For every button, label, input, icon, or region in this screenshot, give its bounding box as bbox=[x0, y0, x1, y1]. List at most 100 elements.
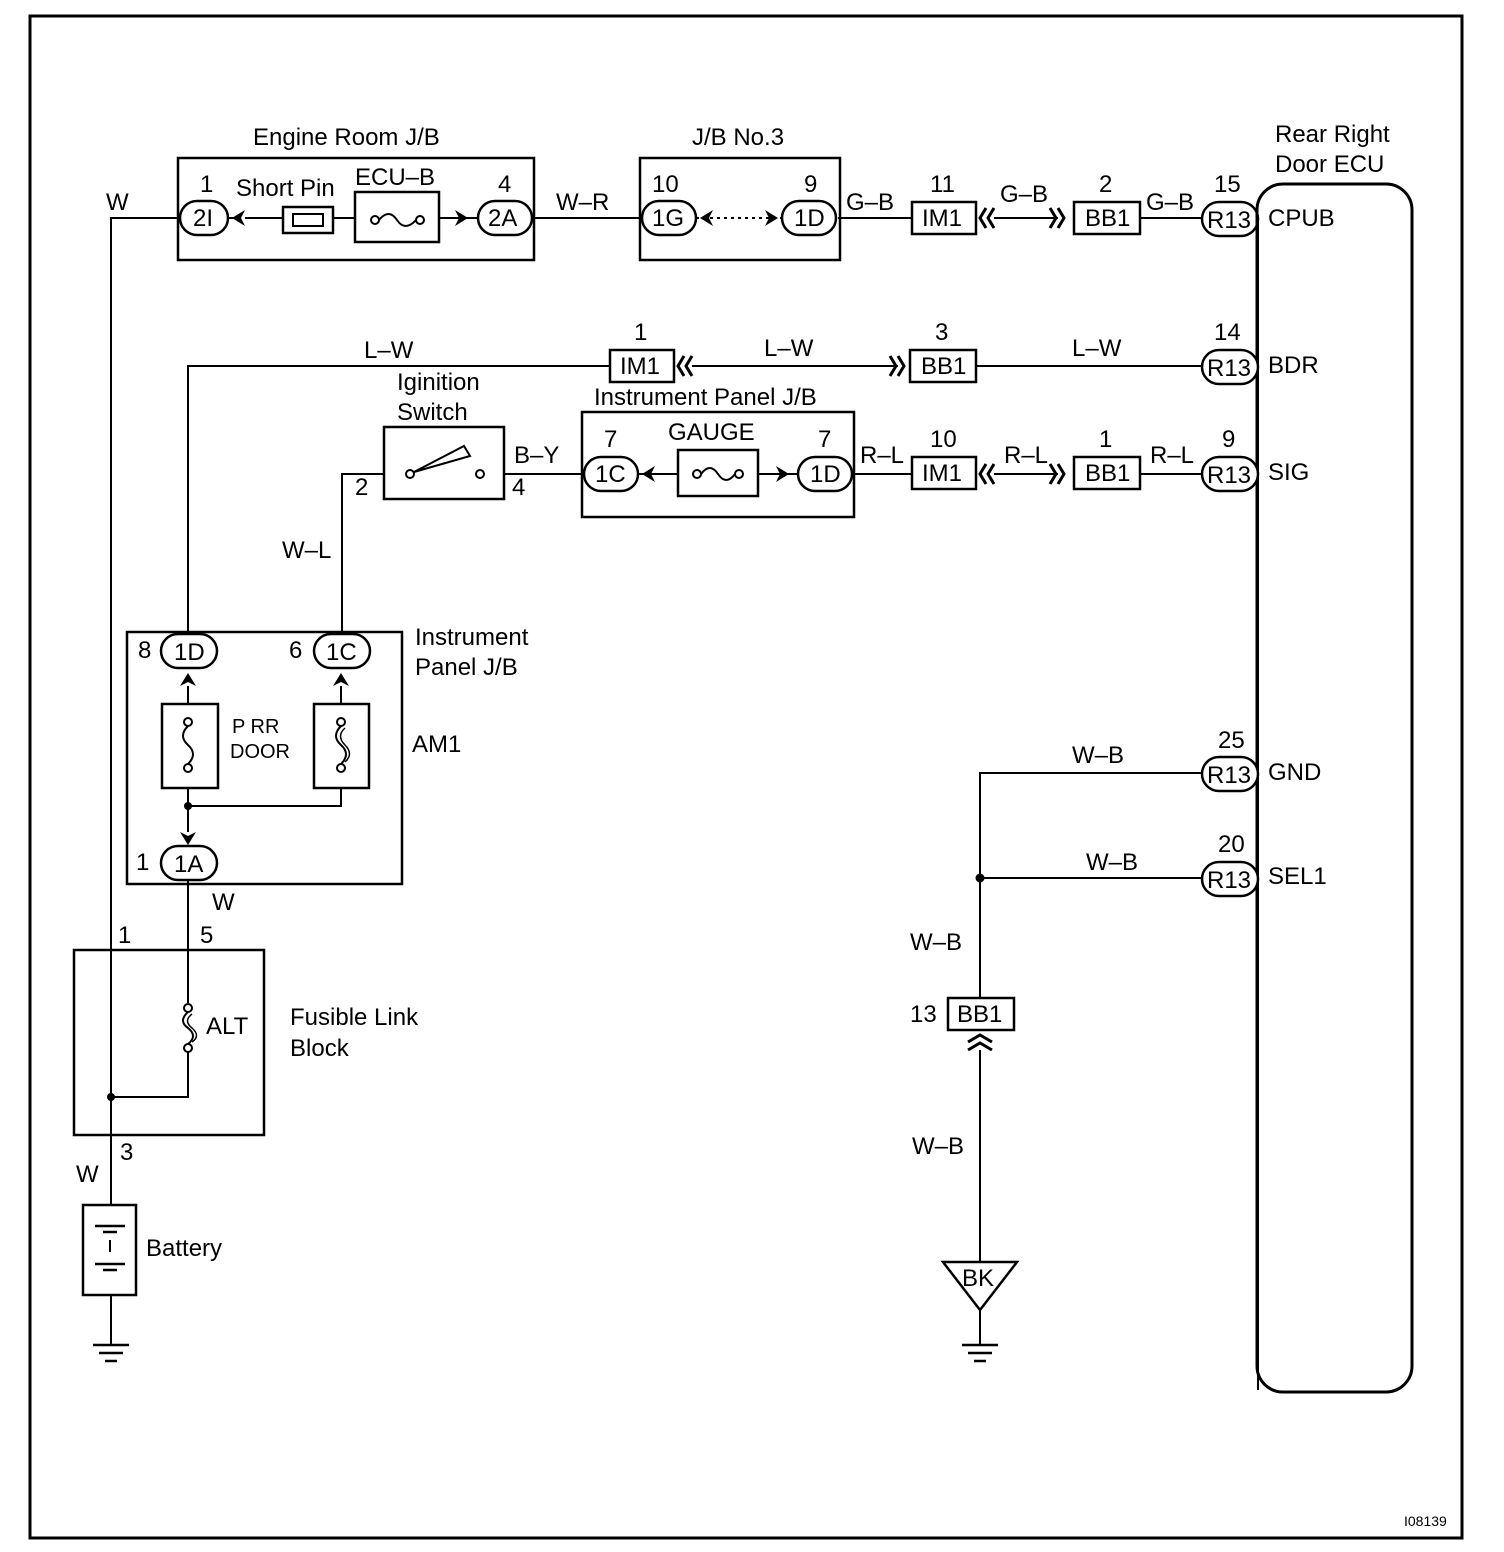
ecu-terminal-gnd: GND bbox=[1268, 759, 1321, 786]
connector-2a-label: 2A bbox=[488, 205, 517, 232]
pin-label: 1 bbox=[118, 922, 131, 949]
arrow-icon bbox=[765, 210, 778, 226]
pin-label: 15 bbox=[1214, 171, 1241, 198]
connector-r13-label: R13 bbox=[1207, 207, 1251, 234]
connector-1c-label: 1C bbox=[595, 461, 626, 488]
pin-label: 1 bbox=[200, 171, 213, 198]
figure-id: I08139 bbox=[1404, 1513, 1447, 1529]
door-label: DOOR bbox=[230, 741, 290, 763]
arrow-icon bbox=[232, 210, 245, 226]
connector-r13-label: R13 bbox=[1207, 867, 1251, 894]
pin-label: 1 bbox=[1099, 426, 1112, 453]
ecu-b-fuse bbox=[353, 190, 441, 244]
pin-label: 20 bbox=[1218, 831, 1245, 858]
instrument-panel-jb-left: Instrument Panel J/B 8 6 1D 1C P RR DOOR… bbox=[125, 624, 529, 886]
pin-label: 10 bbox=[652, 171, 679, 198]
connector-bb1-label: BB1 bbox=[1085, 460, 1130, 487]
pin-label: 3 bbox=[120, 1139, 133, 1166]
pin-label: 7 bbox=[818, 426, 831, 453]
arrow-icon bbox=[776, 466, 789, 482]
arrow-icon bbox=[180, 673, 196, 686]
am1-label: AM1 bbox=[412, 731, 461, 758]
ground-point-bk: BK bbox=[940, 1260, 1020, 1313]
ignition-switch-label1: Iginition bbox=[397, 369, 480, 396]
instrument-panel-jb-label2: Panel J/B bbox=[415, 654, 518, 681]
fuse-icon bbox=[182, 717, 194, 773]
instrument-panel-jb-label1: Instrument bbox=[415, 624, 529, 651]
wire-label-l-w: L–W bbox=[764, 335, 814, 362]
pin-label: 14 bbox=[1214, 319, 1241, 346]
ecu-b-label: ECU–B bbox=[355, 164, 435, 191]
connector-1d-label: 1D bbox=[794, 205, 825, 232]
engine-room-jb: Engine Room J/B Short Pin ECU–B 1 4 2I 2… bbox=[176, 124, 536, 262]
connector-1d-label: 1D bbox=[810, 461, 841, 488]
connector-im1 bbox=[910, 455, 978, 491]
connector-1c-label: 1C bbox=[326, 639, 357, 666]
ground-icon bbox=[93, 1343, 129, 1363]
connector-im1-label: IM1 bbox=[922, 205, 962, 232]
pin-label: 1 bbox=[136, 849, 149, 876]
arrow-icon bbox=[700, 210, 713, 226]
pin-label: 5 bbox=[200, 922, 213, 949]
connector-1g-label: 1G bbox=[652, 205, 684, 232]
connector-bb1 bbox=[946, 996, 1016, 1032]
pin-label: 2 bbox=[1099, 171, 1112, 198]
fusible-link-label2: Block bbox=[290, 1035, 350, 1062]
ground-icon bbox=[962, 1343, 998, 1363]
connector-bb1 bbox=[1072, 200, 1142, 236]
ground-circuit: W–B 25 R13 GND W–B 20 R13 SEL1 W–B 13 BB… bbox=[910, 727, 1327, 1363]
sig-circuit: R–L 10 IM1 R–L 1 BB1 R–L 9 R13 SIG bbox=[852, 426, 1309, 493]
wire-label-w: W bbox=[106, 189, 129, 216]
pin-label: 7 bbox=[604, 426, 617, 453]
connector-bb1-label: BB1 bbox=[957, 1001, 1002, 1028]
outer-frame bbox=[28, 14, 1464, 1540]
wire-label-r-l: R–L bbox=[1004, 442, 1048, 469]
wire-label-l-w: L–W bbox=[1072, 335, 1122, 362]
short-pin-label: Short Pin bbox=[236, 175, 335, 202]
ignition-switch-label2: Switch bbox=[397, 399, 468, 426]
wire-label-l-w: L–W bbox=[364, 337, 414, 364]
wire-label-g-b: G–B bbox=[1000, 181, 1048, 208]
pin-label: 4 bbox=[512, 474, 525, 501]
arrow-icon bbox=[180, 832, 196, 845]
ecu-title-line2: Door ECU bbox=[1275, 151, 1384, 178]
pin-label: 9 bbox=[1222, 426, 1235, 453]
battery-icon bbox=[95, 1224, 125, 1272]
ecu-terminal-sig: SIG bbox=[1268, 459, 1309, 486]
battery: Battery bbox=[81, 1203, 222, 1363]
connector-bb1 bbox=[908, 348, 978, 384]
pin-label: 6 bbox=[289, 637, 302, 664]
fuse-icon bbox=[692, 467, 744, 481]
pin-label: 3 bbox=[935, 319, 948, 346]
switch-contact-icon bbox=[475, 469, 485, 479]
ground-bk-label: BK bbox=[962, 1265, 994, 1292]
arrow-icon bbox=[333, 673, 349, 686]
fusible-link-block: 1 5 3 ALT Fusible Link Block bbox=[72, 922, 419, 1166]
pin-label: 13 bbox=[910, 1001, 937, 1028]
jb-no3: J/B No.3 10 9 1G 1D bbox=[638, 124, 842, 262]
wire-label-w-l: W–L bbox=[282, 537, 331, 564]
connector-1c bbox=[312, 632, 372, 670]
switch-lever-icon bbox=[413, 444, 472, 473]
pin-label: 10 bbox=[930, 426, 957, 453]
connector-1d bbox=[780, 199, 838, 237]
connector-1a-label: 1A bbox=[174, 851, 203, 878]
engine-room-jb-title: Engine Room J/B bbox=[253, 124, 440, 151]
connector-r13-label: R13 bbox=[1207, 355, 1251, 382]
p-rr-label: P RR bbox=[232, 716, 279, 738]
connector-bb1-label: BB1 bbox=[1085, 205, 1130, 232]
wire-label-b-y: B–Y bbox=[514, 442, 559, 469]
wire-label-g-b: G–B bbox=[846, 189, 894, 216]
jb-no3-title: J/B No.3 bbox=[692, 124, 784, 151]
wire-label-w-r: W–R bbox=[556, 189, 609, 216]
fusible-link-label1: Fusible Link bbox=[290, 1004, 419, 1031]
arrow-icon bbox=[642, 466, 655, 482]
fuse-icon bbox=[370, 213, 425, 227]
wire-label-g-b: G–B bbox=[1146, 189, 1194, 216]
pin-label: 11 bbox=[930, 171, 955, 198]
wire-label-w-b: W–B bbox=[912, 1133, 964, 1160]
connector-bb1-label: BB1 bbox=[921, 353, 966, 380]
alt-fusible-link-icon bbox=[182, 1003, 198, 1053]
arrow-icon bbox=[455, 210, 468, 226]
